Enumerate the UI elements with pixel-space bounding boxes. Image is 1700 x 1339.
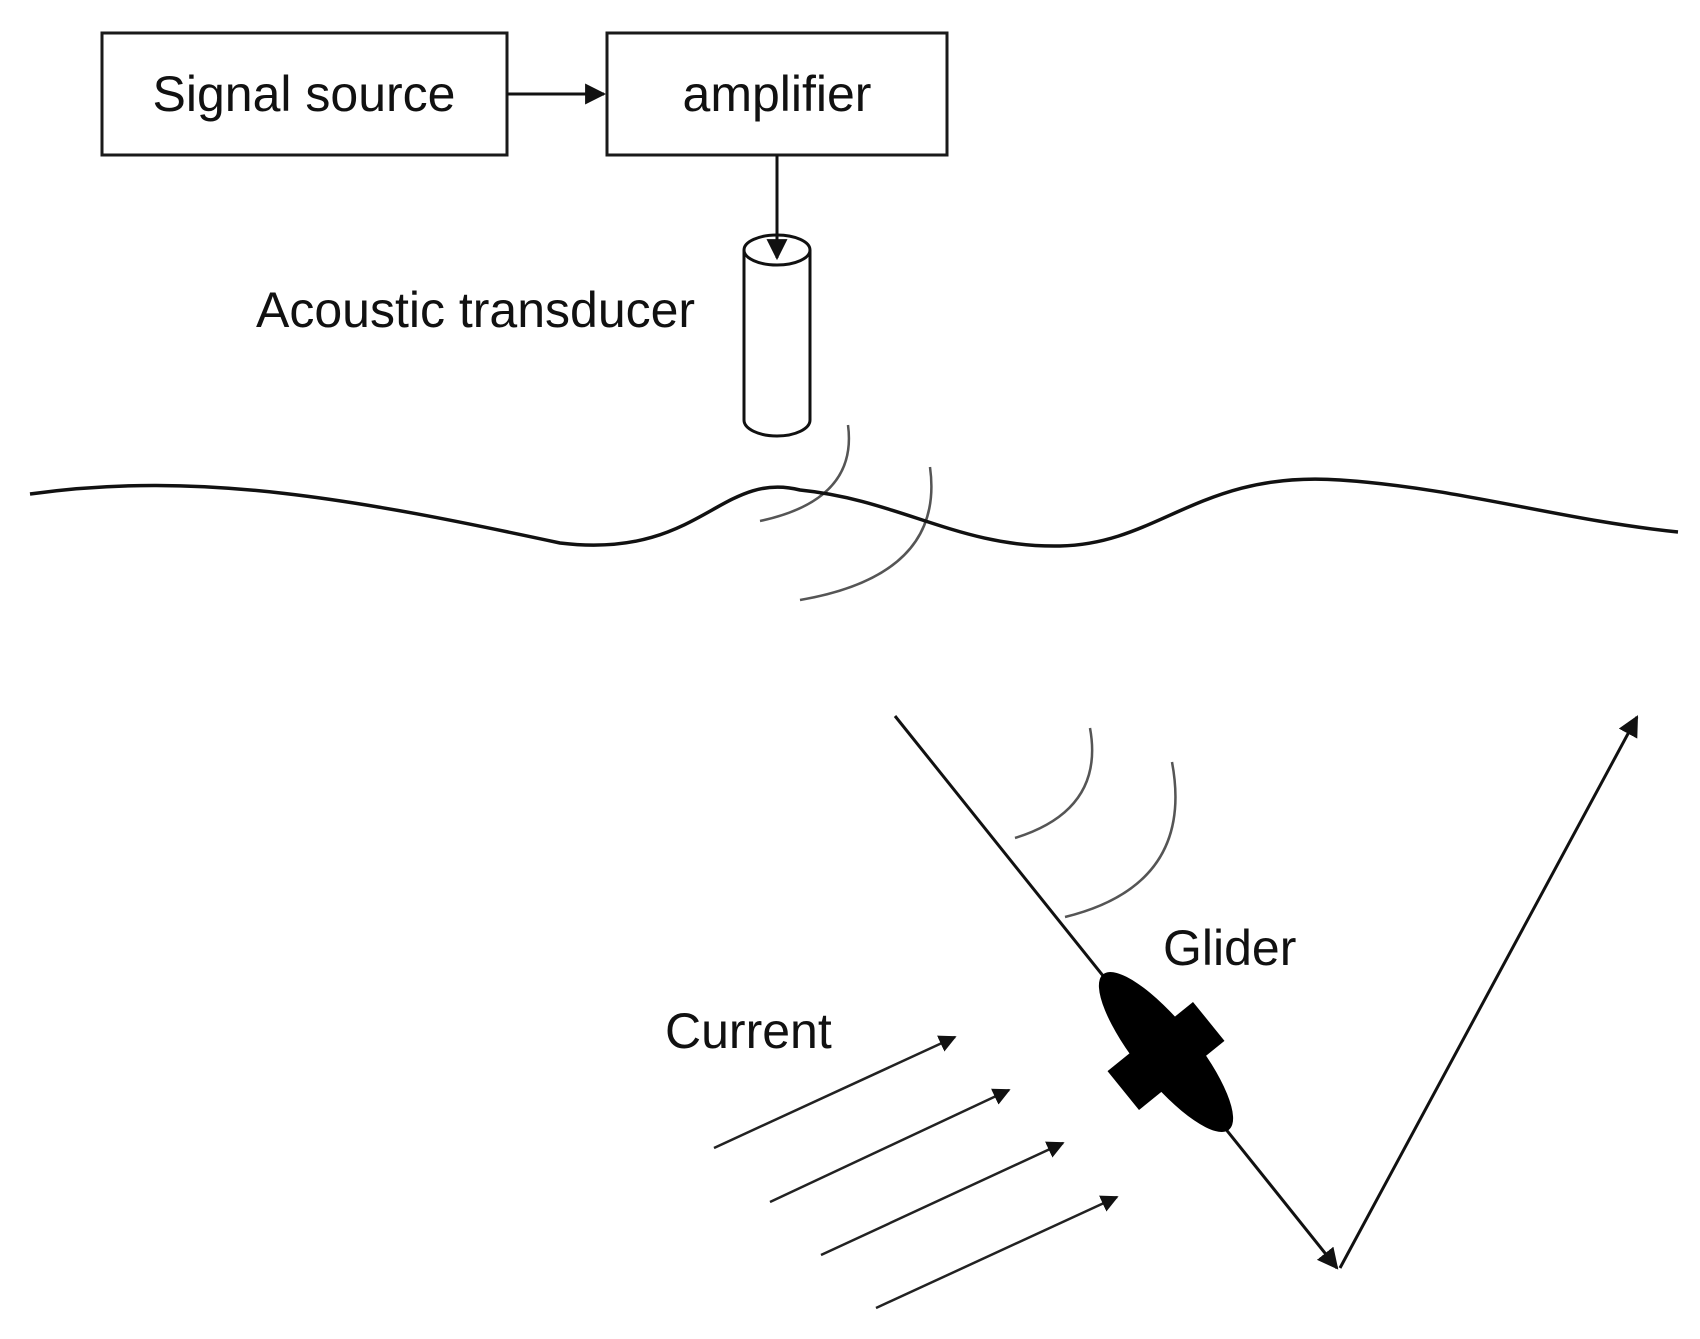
transducer-body xyxy=(742,250,812,438)
acoustic-transducer-label: Acoustic transducer xyxy=(256,282,695,338)
current-arrow xyxy=(875,1195,1119,1310)
current-arrow xyxy=(769,1088,1011,1204)
signal-source-label: Signal source xyxy=(153,66,456,122)
signal-source-box xyxy=(100,31,509,157)
current-arrow xyxy=(820,1141,1065,1257)
glider-ascent-path xyxy=(1338,715,1639,1269)
transducer-wave-arc-inner xyxy=(759,424,851,523)
amplifier-block: amplifier xyxy=(605,31,949,157)
glider-wings xyxy=(1107,1001,1225,1111)
glider-sound-waves xyxy=(1014,727,1177,919)
signal-source-block: Signal source xyxy=(100,31,509,157)
transducer-sound-waves xyxy=(759,424,933,602)
transducer-wave-arc-outer xyxy=(799,466,933,602)
acoustic-transducer-icon xyxy=(742,233,812,438)
current-arrow xyxy=(713,1035,957,1150)
transducer-top xyxy=(742,233,812,267)
amplifier-label: amplifier xyxy=(683,66,872,122)
glider-label: Glider xyxy=(1163,920,1296,976)
glider-wave-arc-outer xyxy=(1064,761,1177,919)
current-arrows xyxy=(713,1035,1119,1310)
glider-wave-arc-inner xyxy=(1014,727,1094,840)
water-surface-line xyxy=(29,477,1679,548)
glider-icon xyxy=(1098,972,1234,1132)
current-label: Current xyxy=(665,1003,832,1059)
amplifier-box xyxy=(605,31,949,157)
